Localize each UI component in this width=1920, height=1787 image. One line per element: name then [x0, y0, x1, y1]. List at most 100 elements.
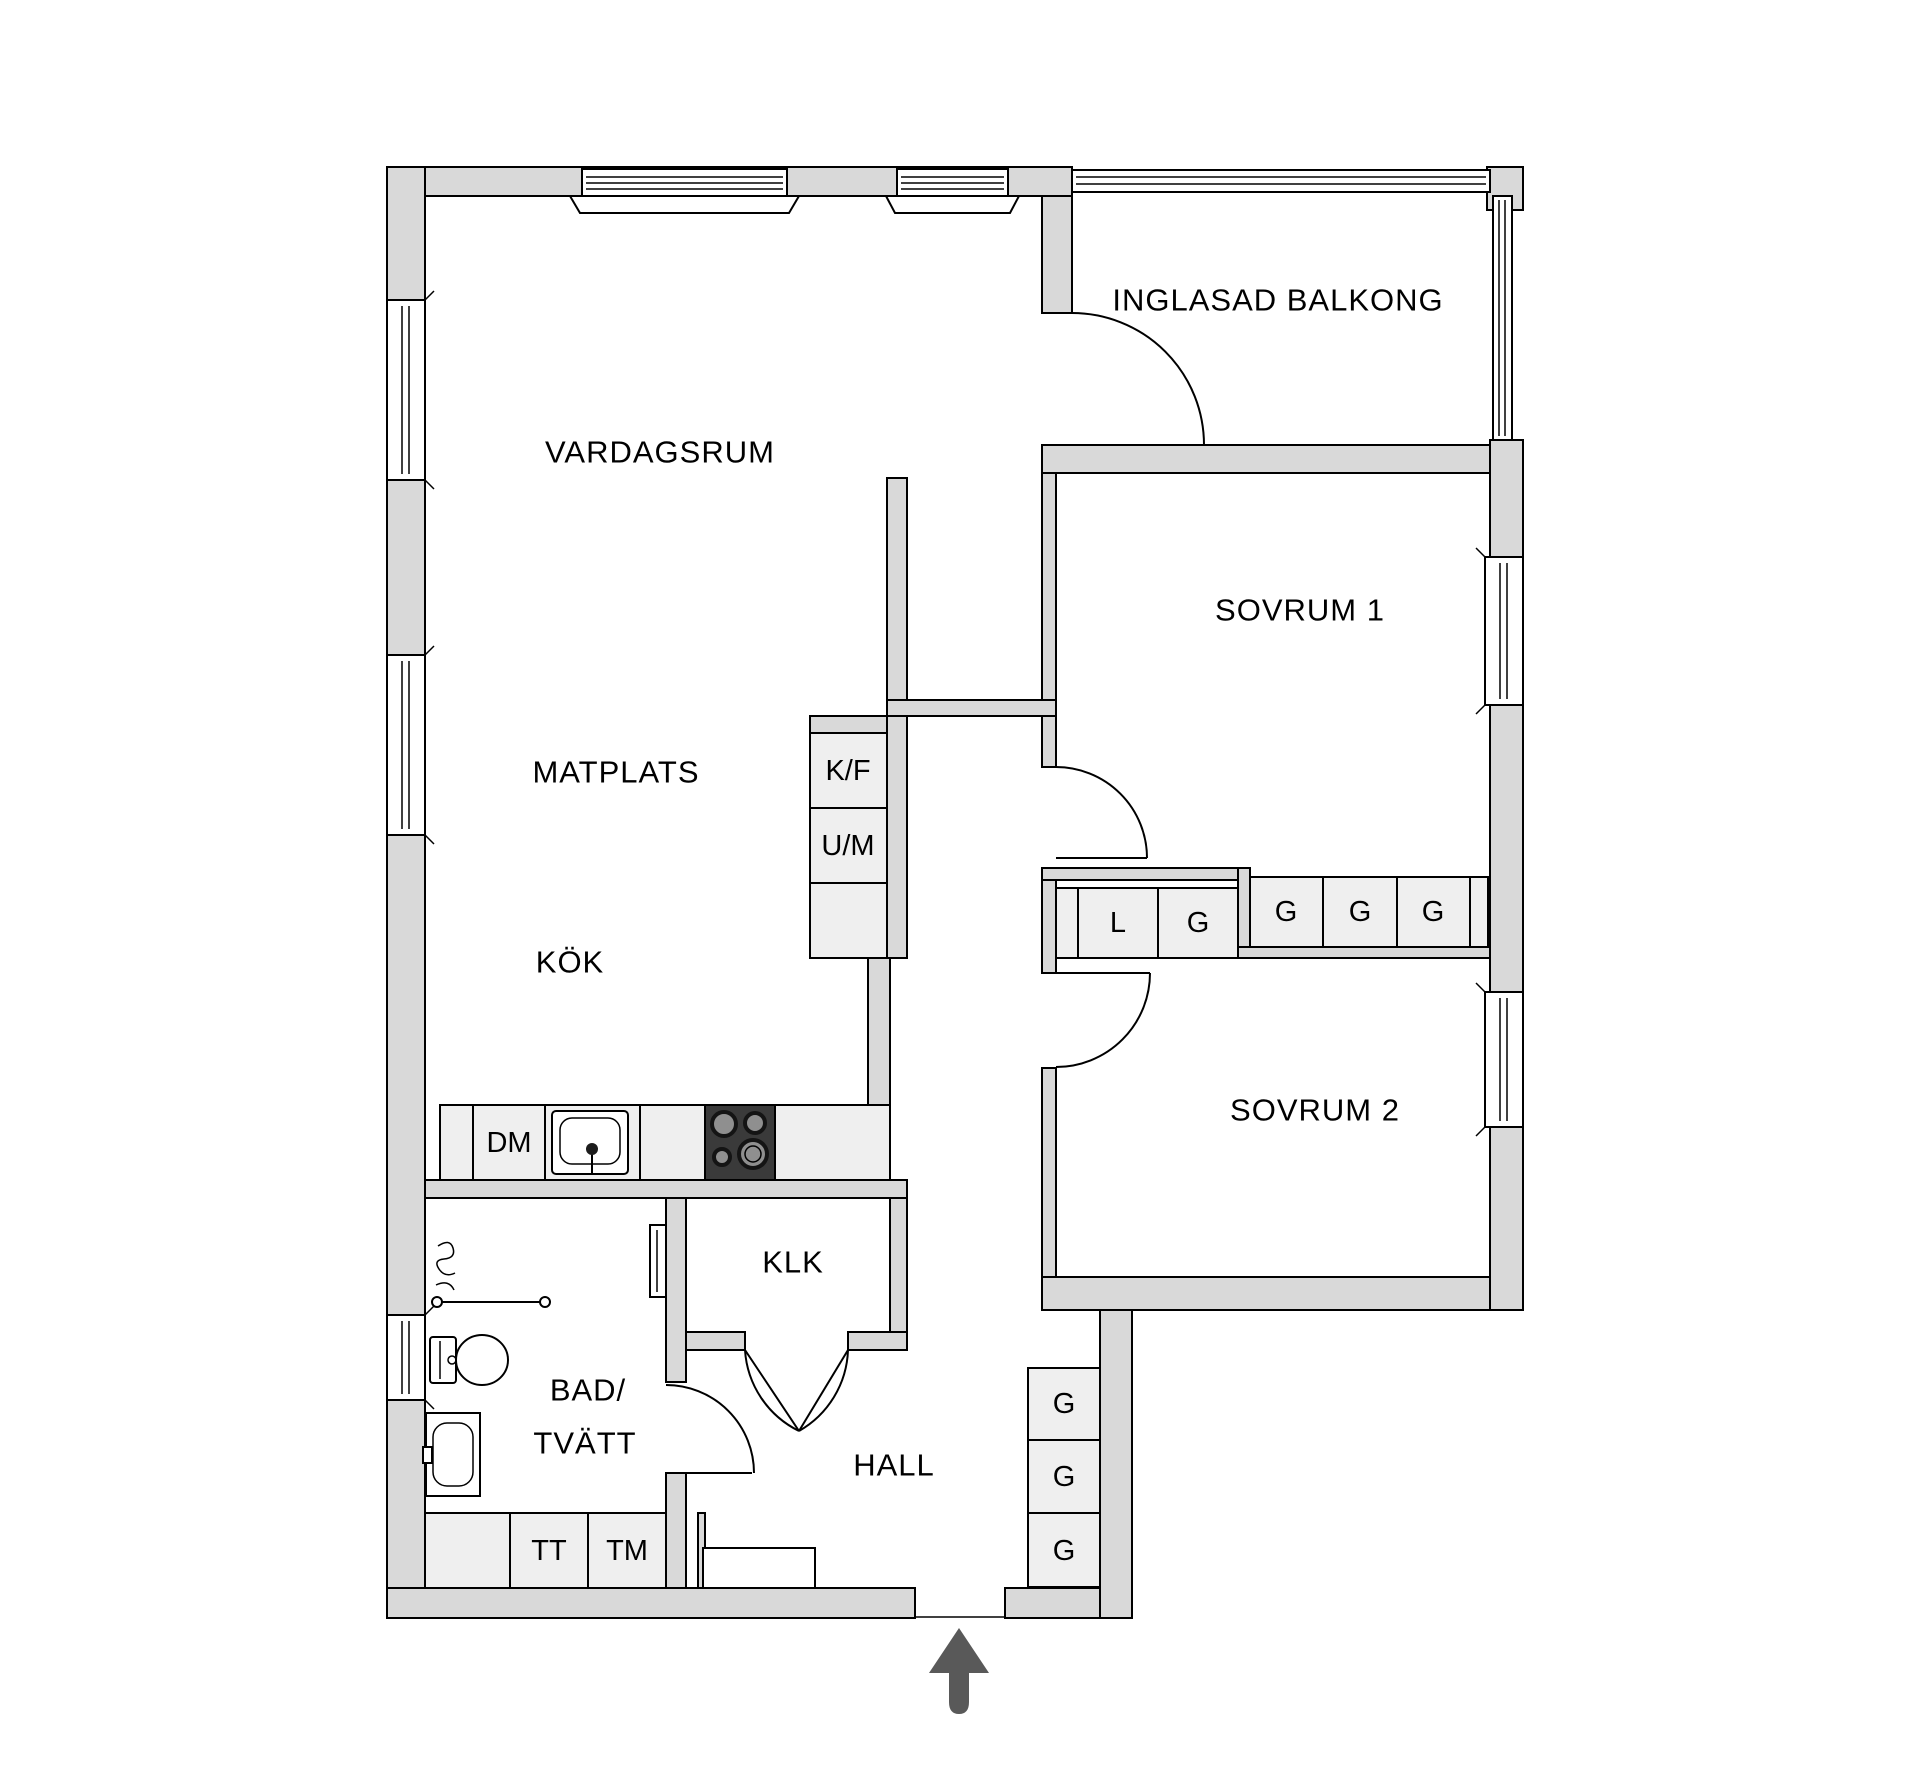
window-sill — [568, 195, 801, 214]
room-label-matplats: MATPLATS — [532, 755, 699, 790]
door-arc-klk-right — [798, 1349, 849, 1432]
room-label-inglasad-balkong: INGLASAD BALKONG — [1112, 283, 1443, 318]
window-jamb — [424, 1399, 435, 1410]
door-arc-sovrum2 — [1055, 972, 1151, 1068]
wall-balcony-divider — [1041, 195, 1073, 314]
fridge-freezer-box — [809, 732, 888, 809]
basin-cabinet — [425, 1412, 481, 1497]
label-washer: TM — [606, 1535, 648, 1567]
kitchen-sink-basin — [559, 1117, 621, 1165]
door-leaf-klk-right — [798, 1349, 849, 1432]
window-jamb — [1475, 704, 1486, 715]
label-wardrobe: G — [1275, 896, 1298, 928]
wardrobes — [1027, 876, 1489, 1588]
burner-icon — [712, 1147, 732, 1167]
wall-klk-stub-right — [847, 1331, 908, 1351]
wardrobe-box — [1027, 1512, 1101, 1588]
balcony-glazing — [1071, 169, 1513, 441]
radiator — [649, 1224, 667, 1298]
door-arc-klk-left — [744, 1349, 800, 1432]
window-jamb — [1475, 1126, 1486, 1137]
window-jamb — [1475, 547, 1486, 558]
window-bath — [386, 1314, 426, 1401]
wall-sovrum1-left — [1041, 472, 1057, 768]
window-jamb — [424, 834, 435, 845]
wardrobe-filler — [1469, 876, 1489, 948]
wardrobe-box — [1322, 876, 1398, 948]
wall-kitchen-hall — [886, 477, 908, 959]
label-wardrobe: G — [1187, 907, 1210, 939]
window-sovrum2 — [1484, 991, 1524, 1128]
towel-rail-end — [431, 1296, 443, 1308]
windows — [386, 168, 1524, 1410]
burner-ring-icon — [744, 1145, 762, 1163]
wall-sovrum2-bottom — [1041, 1276, 1524, 1311]
counter-cell — [424, 1512, 511, 1589]
burner-icon — [743, 1111, 767, 1135]
wall-wardrobe-step — [1237, 867, 1251, 959]
wall-cabinet-connector — [809, 715, 888, 734]
wall-klk-stub-left — [685, 1331, 746, 1351]
label-dishwasher: DM — [486, 1127, 531, 1159]
toilet-flush-icon — [447, 1355, 457, 1365]
entrance — [702, 1547, 989, 1714]
wall-bath-right-lower — [665, 1472, 687, 1589]
dryer-box — [509, 1512, 589, 1589]
wall-bath-right-upper — [665, 1197, 687, 1383]
burner-icon — [710, 1110, 738, 1138]
wall-sovrum2-left — [1041, 1067, 1057, 1278]
door-arc-balcony — [1071, 312, 1205, 446]
towel-rail-end — [539, 1296, 551, 1308]
room-label-sovrum1: SOVRUM 1 — [1215, 593, 1385, 628]
label-wardrobe: G — [1053, 1535, 1076, 1567]
window-jamb — [424, 479, 435, 490]
counter-cell — [639, 1104, 706, 1181]
cabinet-box — [809, 882, 888, 959]
kitchen-cabinets — [439, 732, 891, 1181]
window-sill — [884, 195, 1021, 214]
window-left-1 — [386, 299, 426, 481]
door-leaf-klk-left — [744, 1349, 800, 1432]
window-sovrum1 — [1484, 556, 1524, 706]
kitchen-sink — [551, 1110, 629, 1175]
wall-balcony-bottom — [1041, 444, 1491, 474]
window-jamb — [1475, 982, 1486, 993]
counter-cell — [439, 1104, 474, 1181]
basin-tap — [422, 1446, 433, 1464]
label-fridge-freezer: K/F — [825, 755, 870, 787]
wall-hall-right — [1099, 1309, 1133, 1619]
wall-klk-right — [889, 1197, 908, 1333]
wall-wardrobe-bottom-band — [1237, 946, 1491, 959]
room-label-hall: HALL — [853, 1448, 935, 1483]
room-label-sovrum2: SOVRUM 2 — [1230, 1093, 1400, 1128]
room-label-tvatt: TVÄTT — [533, 1426, 636, 1461]
wall-wardrobe-stub — [1041, 867, 1057, 974]
wall-bottom-left — [386, 1587, 916, 1619]
oven-micro-box — [809, 807, 888, 884]
label-wardrobe: G — [1053, 1461, 1076, 1493]
window-jamb — [424, 1305, 435, 1316]
wall-kitchen-bottom — [424, 1179, 908, 1199]
label-linen-closet: L — [1110, 907, 1126, 939]
room-label-kok: KÖK — [536, 945, 604, 980]
door-arc-sovrum1 — [1055, 766, 1148, 859]
wall-wardrobe-top-band — [1041, 867, 1246, 881]
bathroom-fixtures — [422, 1224, 667, 1589]
window-jamb — [424, 645, 435, 656]
glazing-right — [1492, 195, 1513, 441]
entrance-arrow-icon — [929, 1628, 989, 1714]
room-label-klk: KLK — [762, 1245, 824, 1280]
toilet-tank — [429, 1336, 457, 1384]
counter-cell — [774, 1104, 891, 1181]
burner-icon — [737, 1138, 769, 1170]
label-dryer: TT — [531, 1535, 567, 1567]
bath-mixer-icon — [435, 1241, 456, 1291]
window-jamb — [424, 290, 435, 301]
label-oven-micro: U/M — [821, 830, 874, 862]
window-left-2 — [386, 654, 426, 836]
washer-box — [587, 1512, 667, 1589]
room-labels: VARDAGSRUM INGLASAD BALKONG SOVRUM 1 MAT… — [532, 283, 1443, 1483]
entrance-step — [702, 1547, 816, 1589]
doors — [665, 312, 1205, 1618]
